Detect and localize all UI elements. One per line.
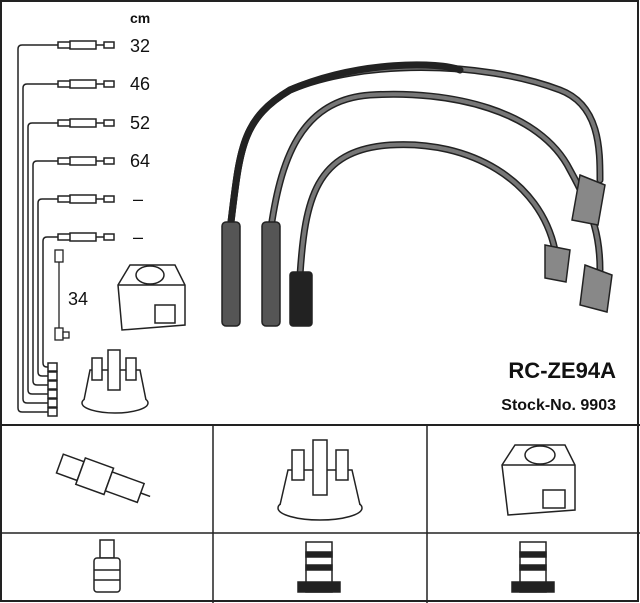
distributor-cap-icon — [277, 439, 363, 521]
coil-lead-length: 34 — [68, 289, 88, 309]
cable-terminal — [47, 398, 58, 408]
connector-socket-icon — [297, 541, 341, 593]
cable-line — [32, 160, 58, 386]
cable-connector — [57, 40, 115, 50]
plug-connector-straight-icon — [93, 539, 121, 593]
spark-plug-icon — [55, 453, 151, 504]
cable-terminal — [47, 371, 58, 381]
cable-length-1: 32 — [130, 36, 150, 56]
coil-lead — [54, 249, 70, 341]
cable-length-4: 64 — [130, 151, 150, 171]
ignition-cables-illustration — [226, 61, 604, 279]
cable-connector — [57, 156, 115, 166]
cable-line — [42, 236, 58, 368]
cable-connector — [57, 118, 115, 128]
cable-line — [27, 122, 58, 395]
cable-line — [37, 198, 58, 377]
cable-length-6: – — [133, 227, 143, 247]
distributor-cap-icon — [81, 349, 149, 414]
cable-line — [22, 83, 58, 404]
cable-boots — [221, 173, 613, 327]
cable-terminal — [47, 389, 58, 399]
cable-terminal — [47, 407, 58, 417]
ignition-coil-icon — [117, 264, 186, 331]
cable-line — [17, 44, 58, 413]
connector-socket-icon — [511, 541, 555, 593]
cable-connector — [57, 232, 115, 242]
cable-connector — [57, 194, 115, 204]
cable-connector — [57, 79, 115, 89]
cable-length-5: – — [133, 189, 143, 209]
ignition-coil-icon — [501, 444, 576, 516]
part-number: RC-ZE94A — [508, 358, 616, 383]
cable-length-3: 52 — [130, 113, 150, 133]
cable-terminal — [47, 380, 58, 390]
cable-length-schematic — [17, 40, 115, 417]
cable-length-labels: 32 46 52 64 – – — [130, 36, 150, 247]
cable-terminal — [47, 362, 58, 372]
cable-length-2: 46 — [130, 74, 150, 94]
stock-number: Stock-No. 9903 — [501, 397, 616, 414]
unit-label: cm — [130, 10, 150, 26]
